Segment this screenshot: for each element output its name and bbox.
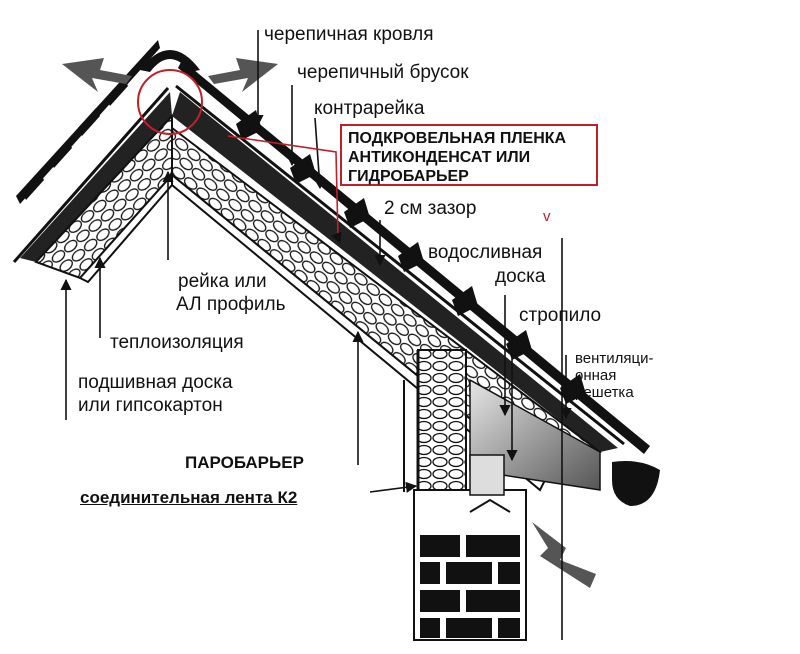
label-batten-profile-2: АЛ профиль <box>176 294 286 315</box>
label-lining-2: или гипсокартон <box>78 395 223 416</box>
label-vent-grille-2: онная <box>575 367 617 384</box>
label-drip-board-1: водосливная <box>428 242 543 263</box>
membrane-line-1: ПОДКРОВЕЛЬНАЯ ПЛЕНКА <box>348 130 567 147</box>
label-tile-roof: черепичная кровля <box>264 24 434 45</box>
label-lining-1: подшивная доска <box>78 372 233 393</box>
membrane-callout: ПОДКРОВЕЛЬНАЯ ПЛЕНКА АНТИКОНДЕНСАТ ИЛИ Г… <box>340 124 598 186</box>
gutter <box>612 461 660 506</box>
label-vent-grille-3: решетка <box>575 384 634 401</box>
membrane-line-3: ГИДРОБАРЬЕР <box>348 168 469 185</box>
label-vapor-barrier: ПАРОБАРЬЕР <box>185 453 304 472</box>
label-vent-grille-1: вентиляци- <box>575 350 654 367</box>
ridge-vent-arrows <box>62 58 278 92</box>
brick-wall <box>413 454 527 641</box>
label-gap: 2 см зазор <box>384 198 477 219</box>
label-tile-batten: черепичный брусок <box>297 62 469 83</box>
ridge-tile <box>137 50 203 135</box>
label-rafter: стропило <box>519 305 602 326</box>
label-batten-profile-1: рейка или <box>178 271 267 292</box>
left-slope <box>12 87 173 284</box>
tick-mark: v <box>543 208 551 225</box>
label-connecting-tape: соединительная лента К2 <box>80 488 298 507</box>
wall-insulation <box>403 349 467 492</box>
label-insulation: теплоизоляция <box>110 332 244 353</box>
membrane-line-2: АНТИКОНДЕНСАТ ИЛИ <box>348 149 531 166</box>
label-drip-board-2: доска <box>495 266 546 287</box>
eave-vent-arrow <box>532 522 596 588</box>
label-counter-batten: контрарейка <box>314 98 425 119</box>
leader-lines <box>60 30 572 640</box>
